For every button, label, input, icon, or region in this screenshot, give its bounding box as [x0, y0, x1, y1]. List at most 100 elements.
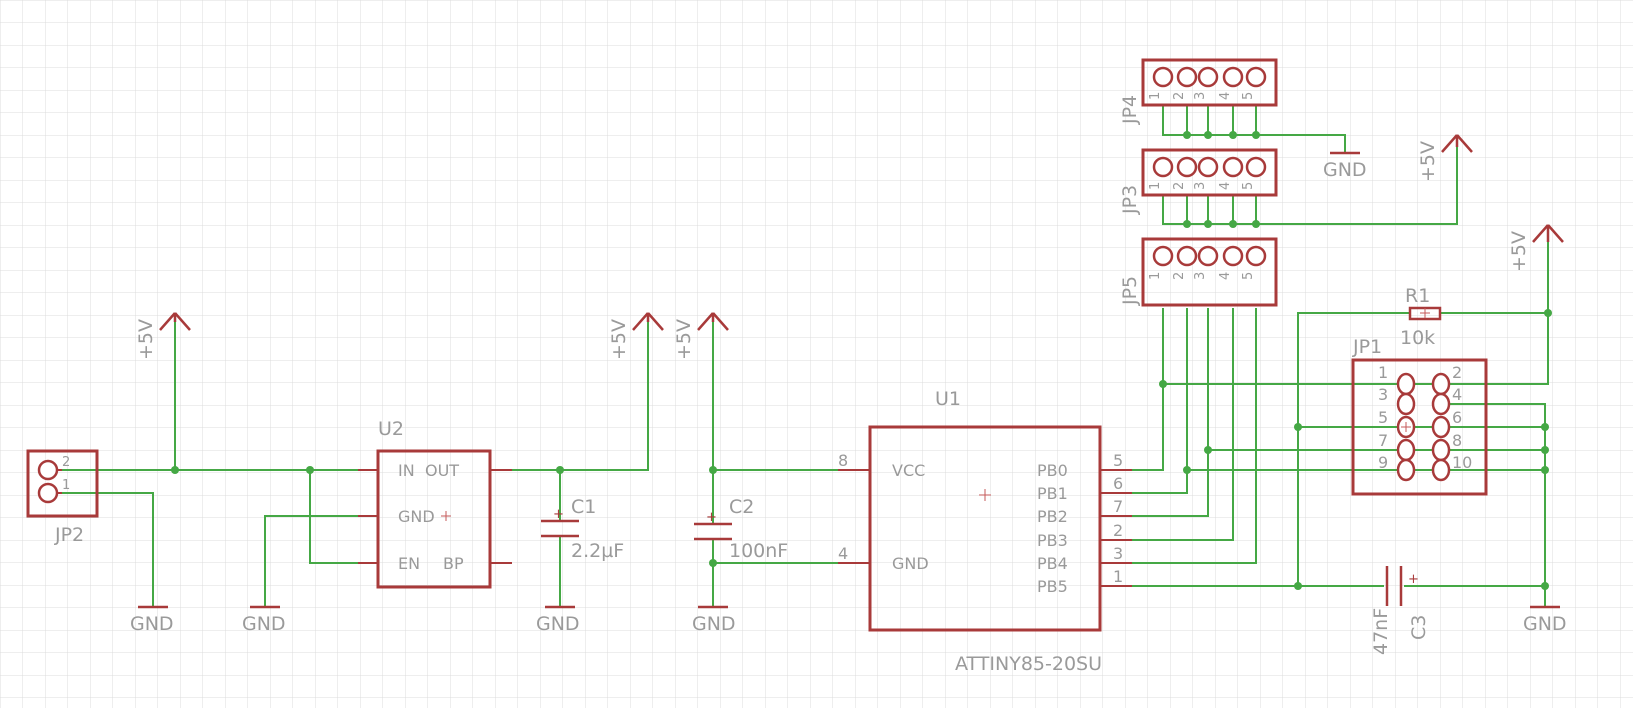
- wire-jp2-gnd: [62, 492, 154, 607]
- u1-pin-number: 4: [838, 544, 848, 563]
- c3-capacitor[interactable]: + 47nF C3: [1370, 566, 1430, 655]
- u1-pin-name: PB2: [1037, 507, 1068, 526]
- jp2-name: JP2: [54, 524, 84, 546]
- jp2-pin-label: 1: [62, 478, 70, 493]
- jp3-pin-label: 2: [1172, 182, 1187, 190]
- r1-resistor[interactable]: R1 10k: [1400, 285, 1442, 349]
- u1-pin-name: PB3: [1037, 531, 1068, 550]
- jp5-pin-label: 3: [1193, 272, 1208, 280]
- jp2-header[interactable]: 2 1 JP2: [26, 449, 99, 546]
- u1-microcontroller[interactable]: 8 4 VCC GND PB0 PB1 PB2 PB3 PB4 PB5 5 6 …: [838, 388, 1132, 675]
- wire-pb3: [1100, 308, 1234, 541]
- u2-pin-en: EN: [398, 554, 420, 573]
- jp4-name: JP4: [1119, 95, 1141, 125]
- supply-label: +5V: [1508, 231, 1530, 272]
- gnd-u2[interactable]: GND: [242, 605, 286, 635]
- jp1-pin-label: 5: [1378, 408, 1388, 427]
- gnd-c3[interactable]: GND: [1523, 605, 1567, 635]
- jp1-pin-label: 3: [1378, 385, 1388, 404]
- jp3-pin-label: 5: [1241, 182, 1256, 190]
- jp3-pin-label: 1: [1148, 182, 1163, 190]
- u2-pin-bp: BP: [443, 554, 464, 573]
- wire-u2-gnd: [264, 515, 358, 607]
- r1-name: R1: [1405, 285, 1430, 307]
- u2-pin-in: IN: [398, 461, 415, 480]
- jp1-pin-label: 1: [1378, 363, 1388, 382]
- c2-value: 100nF: [729, 540, 788, 562]
- supply-5v-jp3[interactable]: +5V: [1417, 134, 1473, 182]
- jp4-pin-label: 4: [1218, 92, 1233, 100]
- gnd-label: GND: [1323, 159, 1367, 181]
- jp5-pin-label: 4: [1218, 272, 1233, 280]
- supply-5v-jp1[interactable]: +5V: [1508, 224, 1564, 272]
- jp5-pin-label: 2: [1172, 272, 1187, 280]
- gnd-label: GND: [536, 613, 580, 635]
- svg-text:+: +: [1408, 572, 1419, 587]
- supply-5v-c2[interactable]: +5V: [673, 312, 729, 360]
- u2-pin-gnd: GND: [398, 507, 435, 526]
- gnd-jp2[interactable]: GND: [130, 605, 174, 635]
- u1-pin-number: 2: [1113, 521, 1123, 540]
- jp5-name: JP5: [1119, 276, 1141, 306]
- wire-u2-en: [309, 470, 358, 564]
- wire-pb2: [1100, 308, 1209, 517]
- wire-jp1-pin1: [1163, 242, 1549, 385]
- jp3-pin-label: 4: [1218, 182, 1233, 190]
- c3-value: 47nF: [1370, 608, 1392, 655]
- jp1-pin-label: 8: [1452, 431, 1462, 450]
- jp3-header[interactable]: 1 2 3 4 5 JP3: [1119, 148, 1278, 215]
- supply-label: +5V: [1417, 141, 1439, 182]
- jp1-pin-label: 10: [1452, 453, 1472, 472]
- wire-pb4: [1100, 308, 1257, 564]
- gnd-c1[interactable]: GND: [536, 605, 580, 635]
- jp1-header[interactable]: 1 2 3 4 5 6 7 8 9 10 JP1: [1351, 336, 1488, 496]
- u1-pin-number: 5: [1113, 451, 1123, 470]
- jp1-pin-label: 4: [1452, 385, 1462, 404]
- u2-pin-out: OUT: [425, 461, 459, 480]
- jp3-name: JP3: [1119, 185, 1141, 215]
- u1-pin-name: PB5: [1037, 577, 1068, 596]
- supply-5v-jp2[interactable]: +5V: [135, 312, 191, 360]
- c1-capacitor[interactable]: + C1 2.2µF: [541, 496, 624, 562]
- jp1-pin-label: 6: [1452, 408, 1462, 427]
- supply-5v-u2-out[interactable]: +5V: [608, 312, 664, 360]
- jp5-pin-label: 1: [1148, 272, 1163, 280]
- u1-pin-name: PB1: [1037, 484, 1068, 503]
- c2-capacitor[interactable]: + C2 100nF: [694, 496, 788, 562]
- u1-pin-number: 6: [1113, 474, 1123, 493]
- svg-text:+: +: [706, 510, 717, 525]
- gnd-c2[interactable]: GND: [692, 605, 736, 635]
- wires: [62, 105, 1549, 607]
- jp1-pin-label: 9: [1378, 453, 1388, 472]
- r1-value: 10k: [1400, 327, 1435, 349]
- c1-name: C1: [571, 496, 596, 518]
- c3-name: C3: [1408, 615, 1430, 640]
- gnd-label: GND: [242, 613, 286, 635]
- u1-pin-name: PB0: [1037, 461, 1068, 480]
- wire-jp1-pin4: [1442, 403, 1546, 586]
- supply-label: +5V: [608, 319, 630, 360]
- u1-pin-number: 1: [1113, 567, 1123, 586]
- supply-label: +5V: [135, 319, 157, 360]
- wire-jp3-5v: [1162, 147, 1458, 225]
- gnd-jp4[interactable]: GND: [1323, 151, 1367, 181]
- wire-r1: [1297, 312, 1548, 586]
- u1-pin-name: GND: [892, 554, 929, 573]
- jp5-header[interactable]: 1 2 3 4 5 JP5: [1119, 237, 1278, 307]
- jp4-pin-label: 1: [1148, 92, 1163, 100]
- svg-text:+: +: [553, 507, 564, 522]
- jp3-pin-label: 3: [1193, 182, 1208, 190]
- u1-name: U1: [935, 388, 961, 410]
- u1-pin-number: 8: [838, 451, 848, 470]
- jp1-name: JP1: [1352, 336, 1382, 358]
- u2-regulator[interactable]: IN OUT GND EN BP U2: [358, 418, 512, 589]
- jp1-pin-label: 7: [1378, 431, 1388, 450]
- u1-pin-number: 3: [1113, 544, 1123, 563]
- u1-value: ATTINY85-20SU: [955, 653, 1102, 675]
- u1-pin-name: PB4: [1037, 554, 1068, 573]
- jp4-pin-label: 5: [1241, 92, 1256, 100]
- u1-pin-name: VCC: [892, 461, 925, 480]
- jp4-header[interactable]: 1 2 3 4 5 JP4: [1119, 58, 1278, 125]
